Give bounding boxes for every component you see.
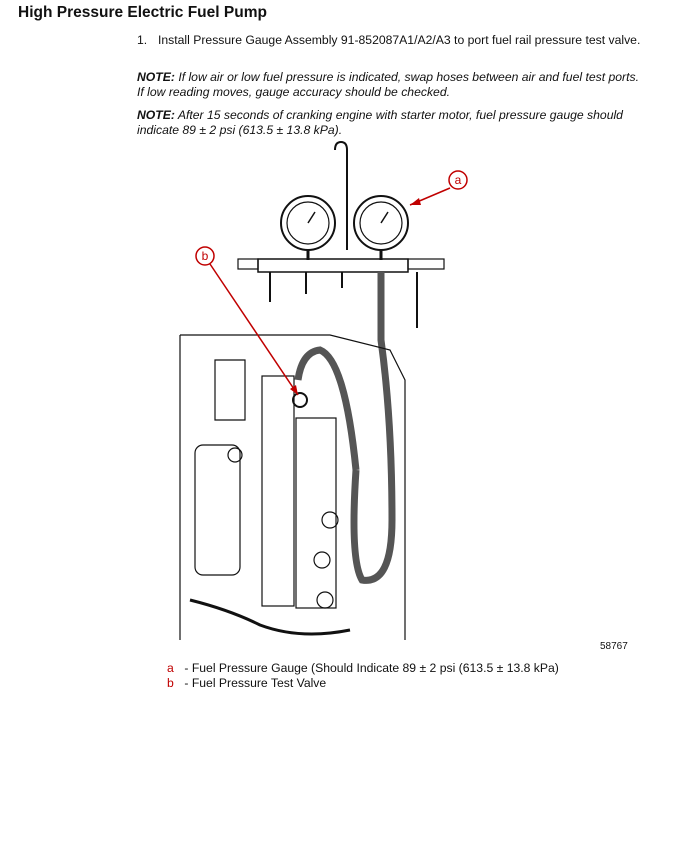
legend-item-a: a - Fuel Pressure Gauge (Should Indicate… [167,661,559,676]
left-gauge [280,195,336,260]
step-1: 1. Install Pressure Gauge Assembly 91-85… [137,33,647,48]
note-1: NOTE: If low air or low fuel pressure is… [137,70,647,100]
callout-a-label: a [455,173,462,187]
note-label: NOTE: [137,70,175,84]
callout-b-label: b [202,249,209,263]
legend-key: a [167,661,174,675]
section-heading: High Pressure Electric Fuel Pump [18,4,267,21]
right-gauge [353,195,409,260]
figure-id: 58767 [600,641,628,652]
note-text: After 15 seconds of cranking engine with… [137,108,623,137]
legend-text: - Fuel Pressure Gauge (Should Indicate 8… [184,661,559,675]
callout-b: b [195,246,299,396]
callout-a: a [409,170,468,206]
legend-key: b [167,676,174,690]
note-text: If low air or low fuel pressure is indic… [137,70,639,99]
legend-text: - Fuel Pressure Test Valve [184,676,327,690]
step-text: Install Pressure Gauge Assembly 91-85208… [158,33,641,47]
note-2: NOTE: After 15 seconds of cranking engin… [137,108,647,138]
step-number: 1. [137,33,148,47]
legend-item-b: b - Fuel Pressure Test Valve [167,676,326,691]
note-label: NOTE: [137,108,175,122]
